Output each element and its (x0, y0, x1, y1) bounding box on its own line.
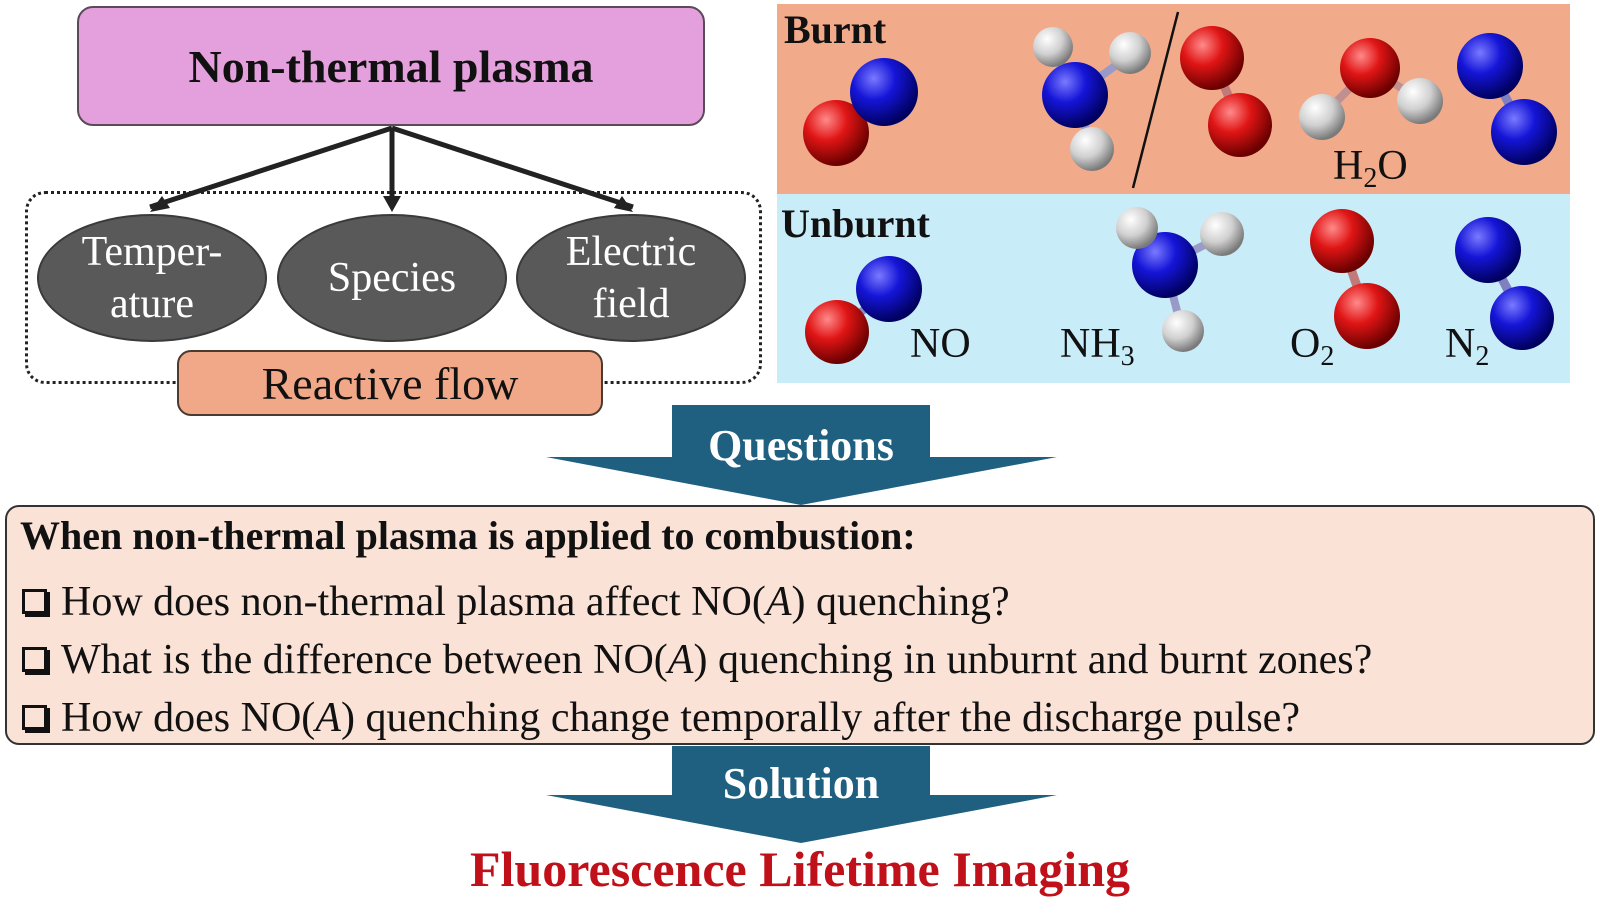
connector-arrowheads (150, 196, 633, 212)
unburnt-n2-label: N2 (1445, 320, 1489, 373)
solution-arrow-label: Solution (722, 759, 880, 808)
nh3-text: NH (1060, 321, 1121, 367)
question-text-before: What is the difference between NO( (61, 637, 668, 683)
h2o-o: O (1377, 143, 1408, 189)
questions-arrow (546, 405, 1057, 505)
checkbox-icon (22, 705, 47, 730)
factor-species: Species (277, 214, 507, 342)
unburnt-label: Unburnt (781, 201, 930, 246)
question-text-italic: A (315, 695, 341, 741)
checkbox-icon (22, 647, 47, 672)
question-item: How does NO(A) quenching change temporal… (22, 694, 1300, 742)
n2-sub: 2 (1475, 341, 1490, 372)
factor-temperature-line2: ature (110, 281, 194, 327)
factor-electric-field-line2: field (592, 281, 670, 327)
checkbox-icon (22, 589, 47, 614)
factor-electric-field-line1: Electric (565, 228, 697, 275)
question-item: What is the difference between NO(A) que… (22, 636, 1372, 684)
burnt-label: Burnt (784, 7, 887, 52)
nh3-sub: 3 (1120, 341, 1135, 372)
questions-arrow-label: Questions (708, 421, 894, 470)
factor-electric-field: Electric field (516, 214, 746, 342)
reactive-flow-box: Reactive flow (177, 350, 603, 416)
unburnt-nh3-molecule (1116, 207, 1244, 352)
question-text-after: ) quenching? (791, 579, 1010, 625)
question-text-after: ) quenching in unburnt and burnt zones? (693, 637, 1373, 683)
question-item: How does non-thermal plasma affect NO(A)… (22, 578, 1010, 626)
n2-text: N (1445, 321, 1476, 367)
burnt-h2o-label: H2O (1333, 142, 1408, 195)
question-text-before: How does NO( (61, 695, 316, 741)
fluorescence-lifetime-imaging-title: Fluorescence Lifetime Imaging (469, 841, 1131, 897)
unburnt-nh3-label: NH3 (1060, 320, 1135, 373)
burnt-h2o-molecule (1299, 38, 1443, 140)
non-thermal-plasma-label: Non-thermal plasma (188, 40, 594, 92)
burnt-o2-molecule (1180, 26, 1272, 157)
o2-text: O (1290, 321, 1321, 367)
unburnt-o2-molecule (1310, 209, 1400, 349)
burnt-n2-molecule (1457, 33, 1557, 165)
unburnt-o2-label: O2 (1290, 320, 1334, 373)
unburnt-n2-molecule (1455, 217, 1554, 350)
h2o-sub: 2 (1363, 163, 1378, 194)
question-text-italic: A (667, 637, 694, 683)
unburnt-no-label: NO (910, 320, 971, 373)
non-thermal-plasma-box: Non-thermal plasma (77, 6, 705, 126)
factor-temperature: Temper-ature (37, 214, 267, 342)
reactive-flow-label: Reactive flow (261, 357, 519, 409)
question-text-before: How does non-thermal plasma affect NO( (61, 579, 766, 625)
questions-box (5, 505, 1595, 745)
unburnt-no-molecule (805, 256, 922, 364)
solution-arrow (546, 746, 1057, 843)
burnt-nh3-molecule (1033, 27, 1151, 171)
factor-temperature-line1: Temper- (81, 228, 223, 275)
question-text-after: ) quenching change temporally after the … (340, 695, 1300, 741)
burnt-divider-slash (1131, 11, 1180, 189)
no-text: NO (910, 321, 971, 367)
burnt-no-molecule (803, 58, 918, 166)
factor-species-label: Species (327, 254, 457, 301)
questions-heading: When non-thermal plasma is applied to co… (20, 513, 916, 558)
h2o-h: H (1333, 143, 1364, 189)
question-text-italic: A (765, 579, 792, 625)
o2-sub: 2 (1320, 341, 1335, 372)
